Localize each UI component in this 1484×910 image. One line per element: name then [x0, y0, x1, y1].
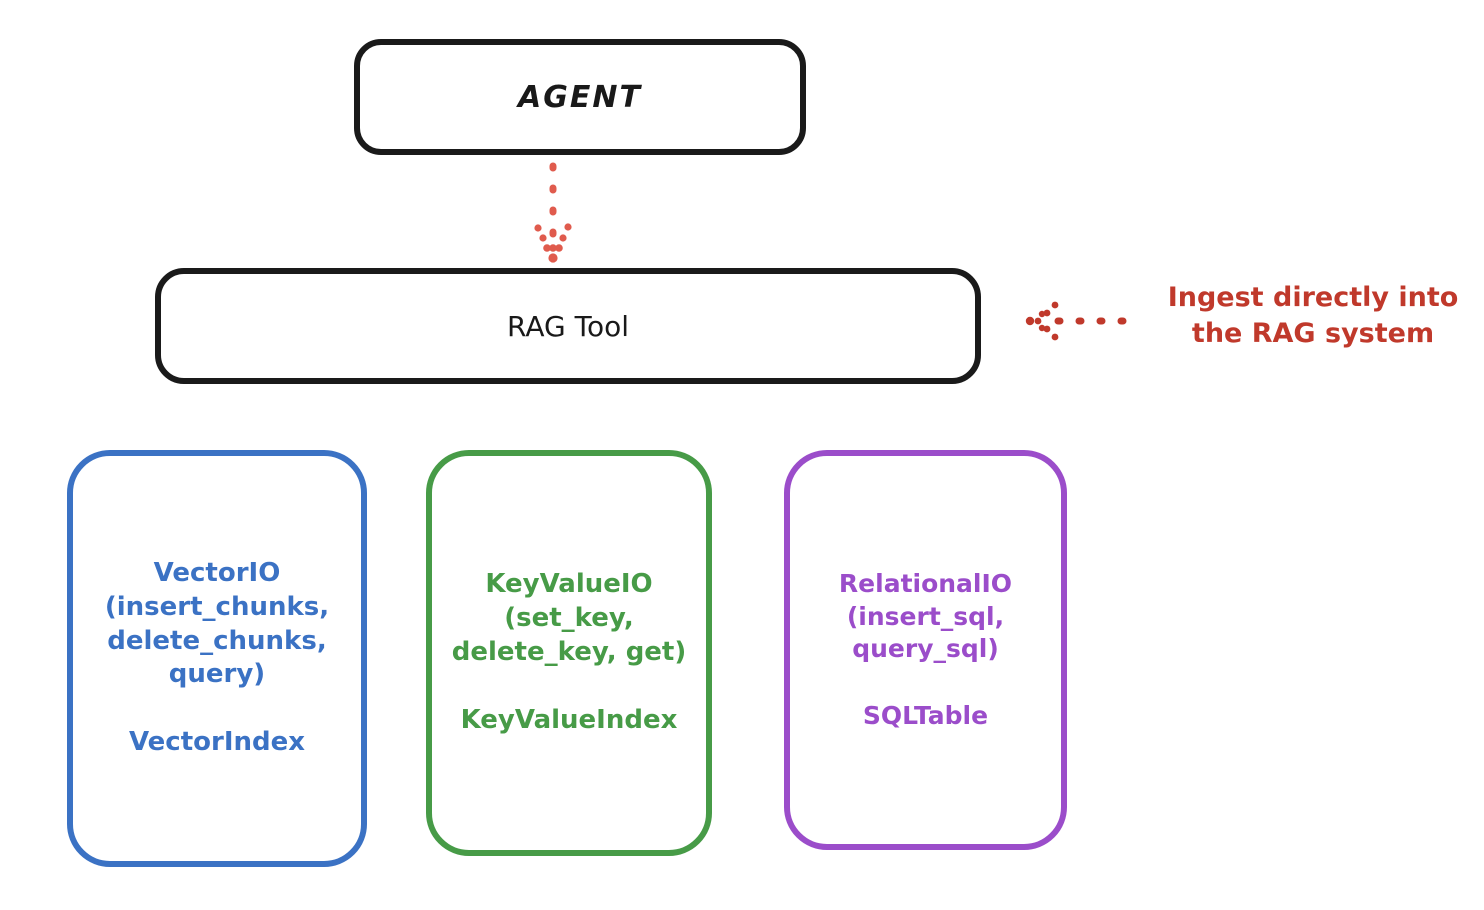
connector-agent-to-rag-tool: [534, 162, 572, 263]
rag-tool-label: RAG Tool: [507, 309, 629, 343]
relational-io-line-1: RelationalIO: [838, 569, 1013, 598]
relational-io-line-3: query_sql): [852, 634, 999, 663]
vector-io-line-3: delete_chunks,: [107, 625, 327, 656]
node-vector-io[interactable]: VectorIO (insert_chunks, delete_chunks, …: [66, 449, 368, 868]
vector-io-line-2: (insert_chunks,: [104, 591, 330, 622]
vector-io-line-1: VectorIO: [153, 558, 281, 588]
key-value-io-line-3: delete_key, get): [451, 637, 687, 667]
ingest-annotation-line-2: the RAG system: [1191, 317, 1435, 349]
connector-note-to-rag-tool: [1025, 301, 1144, 341]
ingest-annotation: Ingest directly into the RAG system: [1148, 280, 1478, 351]
key-value-io-line-1: KeyValueIO: [485, 569, 653, 600]
vector-io-line-4: query): [168, 659, 266, 690]
agent-label: AGENT: [518, 79, 642, 115]
key-value-io-footer: KeyValueIndex: [460, 704, 678, 735]
node-agent[interactable]: AGENT: [353, 38, 807, 156]
node-key-value-io[interactable]: KeyValueIO (set_key, delete_key, get) Ke…: [425, 449, 713, 857]
node-relational-io[interactable]: RelationalIO (insert_sql, query_sql) SQL…: [783, 449, 1068, 851]
ingest-annotation-line-1: Ingest directly into: [1167, 282, 1459, 313]
key-value-io-line-2: (set_key,: [504, 603, 634, 634]
relational-io-line-2: (insert_sql,: [846, 601, 1005, 631]
vector-io-footer: VectorIndex: [128, 727, 306, 758]
relational-io-footer: SQLTable: [862, 700, 989, 730]
node-rag-tool[interactable]: RAG Tool: [154, 267, 982, 385]
